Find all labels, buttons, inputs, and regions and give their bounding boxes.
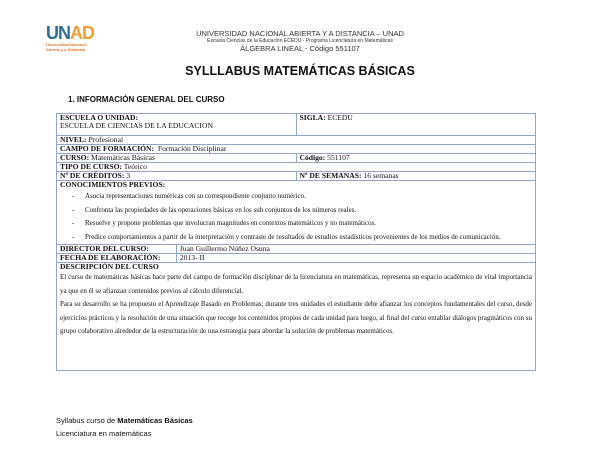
- escuela-cell: ESCUELA O UNIDAD:ESCUELA DE CIENCIAS DE …: [56, 113, 297, 136]
- descripcion-paragraph: Para su desarrollo se ha propuesto el Ap…: [60, 300, 532, 335]
- list-item: Confronta las propiedades de las operaci…: [60, 204, 532, 218]
- course-code-header: ÁLGEBRA LINEAL - Código 551107: [240, 44, 360, 53]
- list-item: Resuelve y propone problemas que involuc…: [60, 217, 532, 231]
- logo-subtitle-2: Abierta y a Distancia: [46, 47, 86, 52]
- school-program: Escuela Ciencias de la Educación ECEDU -…: [207, 38, 393, 44]
- footer-line-2: Licenciatura en matemáticas: [56, 429, 152, 438]
- list-item: Asocia representaciones numéricas con su…: [60, 190, 532, 204]
- semanas-cell: Nº DE SEMANAS: 16 semanas: [295, 171, 537, 181]
- section-heading: 1. INFORMACIÓN GENERAL DEL CURSO: [68, 95, 225, 104]
- fecha-value: 2013- II: [175, 253, 537, 263]
- footer-line-1: Syllabus curso de Matemáticas Básicas: [56, 416, 193, 425]
- director-value: Juan Guillermo Núñez Osuna: [175, 244, 537, 254]
- university-name: UNIVERSIDAD NACIONAL ABIERTA Y A DISTANC…: [196, 29, 404, 38]
- descripcion-paragraph: El curso de matemáticas básicas hace par…: [60, 273, 532, 295]
- page-title: SYLLLABUS MATEMÁTICAS BÁSICAS: [185, 64, 415, 78]
- logo-subtitle-1: Universidad Nacional: [46, 42, 87, 47]
- course-info-table: ESCUELA O UNIDAD:ESCUELA DE CIENCIAS DE …: [56, 113, 537, 371]
- codigo-cell: Código: 551107: [295, 153, 537, 163]
- conocimientos-list: Asocia representaciones numéricas con su…: [60, 190, 532, 244]
- conocimientos-cell: CONOCIMIENTOS PREVIOS: Asocia representa…: [56, 180, 536, 245]
- unad-logo: UNAD Universidad Nacional Abierta y a Di…: [46, 24, 102, 56]
- descripcion-cell: DESCRIPCIÓN DEL CURSO El curso de matemá…: [56, 262, 536, 371]
- list-item: Predice comportamientos a partir de la i…: [60, 231, 532, 245]
- sigla-cell: SIGLA: ECEDU: [295, 113, 537, 136]
